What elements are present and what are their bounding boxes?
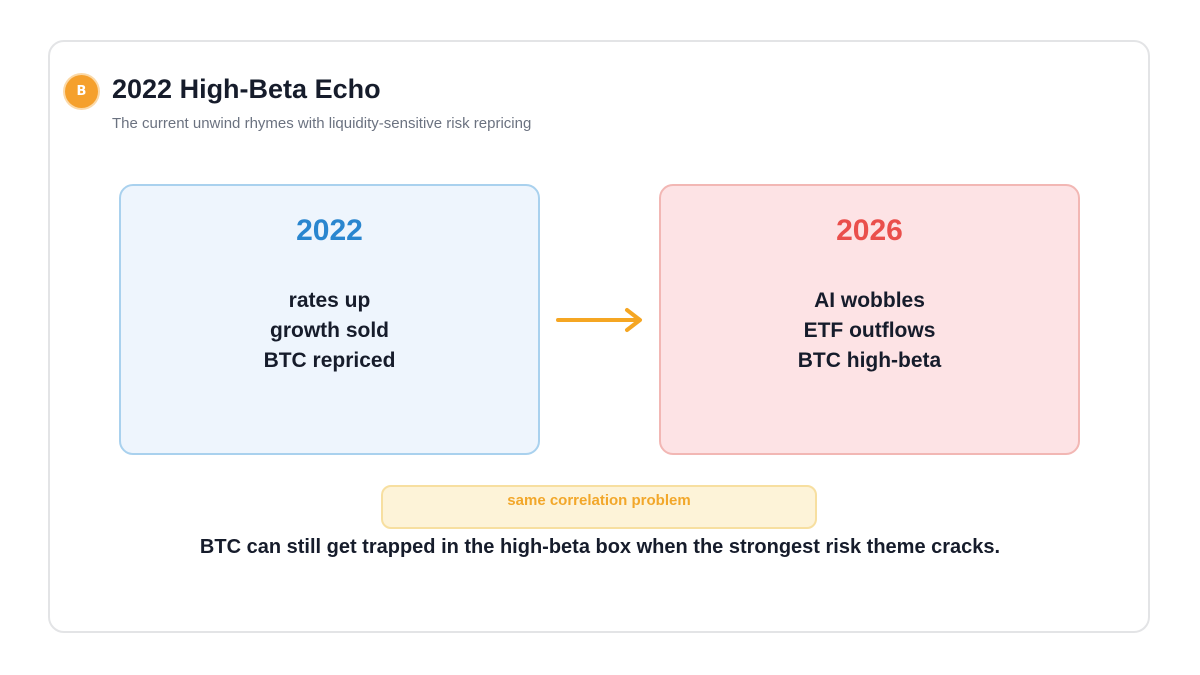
right-box-line: AI wobbles <box>814 289 925 312</box>
right-box-year: 2026 <box>836 214 903 247</box>
arrow-right-icon <box>556 308 642 332</box>
left-box: 2022 rates up growth sold BTC repriced <box>119 184 540 455</box>
left-box-line: BTC repriced <box>263 349 396 372</box>
left-box-line: rates up <box>288 289 371 312</box>
left-box-year: 2022 <box>296 214 363 247</box>
correlation-pill: same correlation problem <box>381 485 817 529</box>
right-box-line: BTC high-beta <box>797 349 942 372</box>
left-box-lines: rates up growth sold BTC repriced <box>121 286 538 376</box>
bitcoin-logo-icon: B <box>65 75 98 108</box>
right-box-lines: AI wobbles ETF outflows BTC high-beta <box>661 286 1078 376</box>
right-box-line: ETF outflows <box>803 319 936 342</box>
left-box-line: growth sold <box>270 319 389 342</box>
correlation-pill-label: same correlation problem <box>507 492 691 509</box>
page-subtitle: The current unwind rhymes with liquidity… <box>112 115 532 132</box>
right-box: 2026 AI wobbles ETF outflows BTC high-be… <box>659 184 1080 455</box>
page-title: 2022 High-Beta Echo <box>112 74 381 104</box>
caption: BTC can still get trapped in the high-be… <box>199 536 1001 558</box>
